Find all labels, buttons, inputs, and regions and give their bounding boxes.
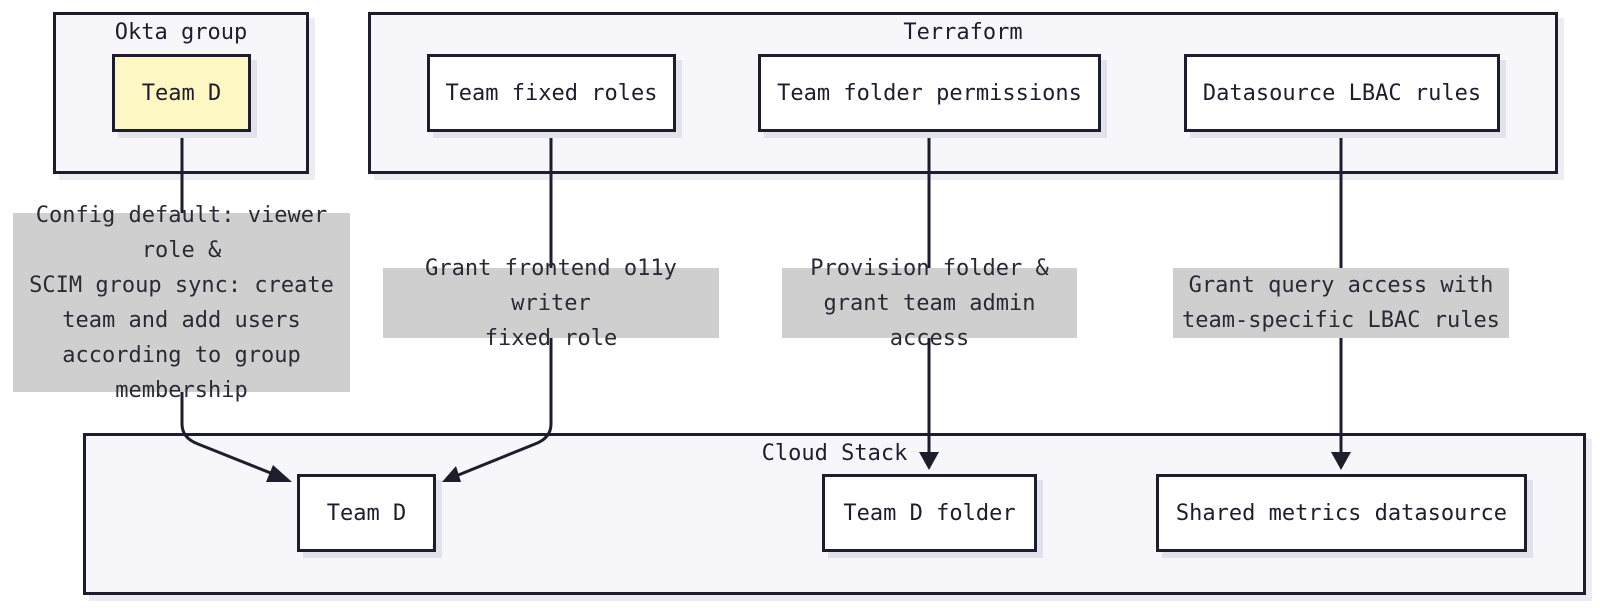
edge-roles-to-team-d	[445, 131, 553, 482]
arrowhead-folder	[919, 452, 939, 470]
team-d-folder-node: Team D folder	[822, 474, 1037, 552]
edge-label-roles-to-team: Grant frontend o11y writer fixed role	[383, 256, 719, 351]
cloud-stack-title: Cloud Stack	[761, 441, 908, 466]
team-fixed-roles-label: Team fixed roles	[445, 80, 658, 106]
cloud-team-d-node: Team D	[297, 474, 436, 552]
okta-team-d-label: Team D	[141, 80, 222, 106]
shared-metrics-datasource-label: Shared metrics datasource	[1175, 500, 1508, 526]
arrowhead-datasource	[1331, 452, 1351, 470]
arrowhead-team-d-right	[442, 466, 461, 482]
edge-label-folder-perms: Provision folder & grant team admin acce…	[782, 256, 1077, 351]
edge-label-lbac: Grant query access with team-specific LB…	[1173, 268, 1509, 338]
datasource-lbac-rules-label: Datasource LBAC rules	[1202, 80, 1482, 106]
team-folder-permissions-label: Team folder permissions	[777, 80, 1082, 106]
terraform-title: Terraform	[903, 20, 1023, 45]
edge-okta-to-team-d	[180, 131, 289, 482]
shared-metrics-datasource-node: Shared metrics datasource	[1156, 474, 1527, 552]
team-fixed-roles-node: Team fixed roles	[427, 54, 676, 132]
team-folder-permissions-node: Team folder permissions	[758, 54, 1101, 132]
okta-team-d-node: Team D	[112, 54, 251, 132]
okta-group-title: Okta group	[114, 20, 248, 45]
arrowhead-team-d-left	[266, 465, 292, 482]
datasource-lbac-rules-node: Datasource LBAC rules	[1184, 54, 1500, 132]
edge-label-okta-to-team: Config default: viewer role & SCIM group…	[13, 203, 350, 403]
cloud-team-d-label: Team D	[326, 500, 407, 526]
team-d-folder-label: Team D folder	[843, 500, 1016, 526]
